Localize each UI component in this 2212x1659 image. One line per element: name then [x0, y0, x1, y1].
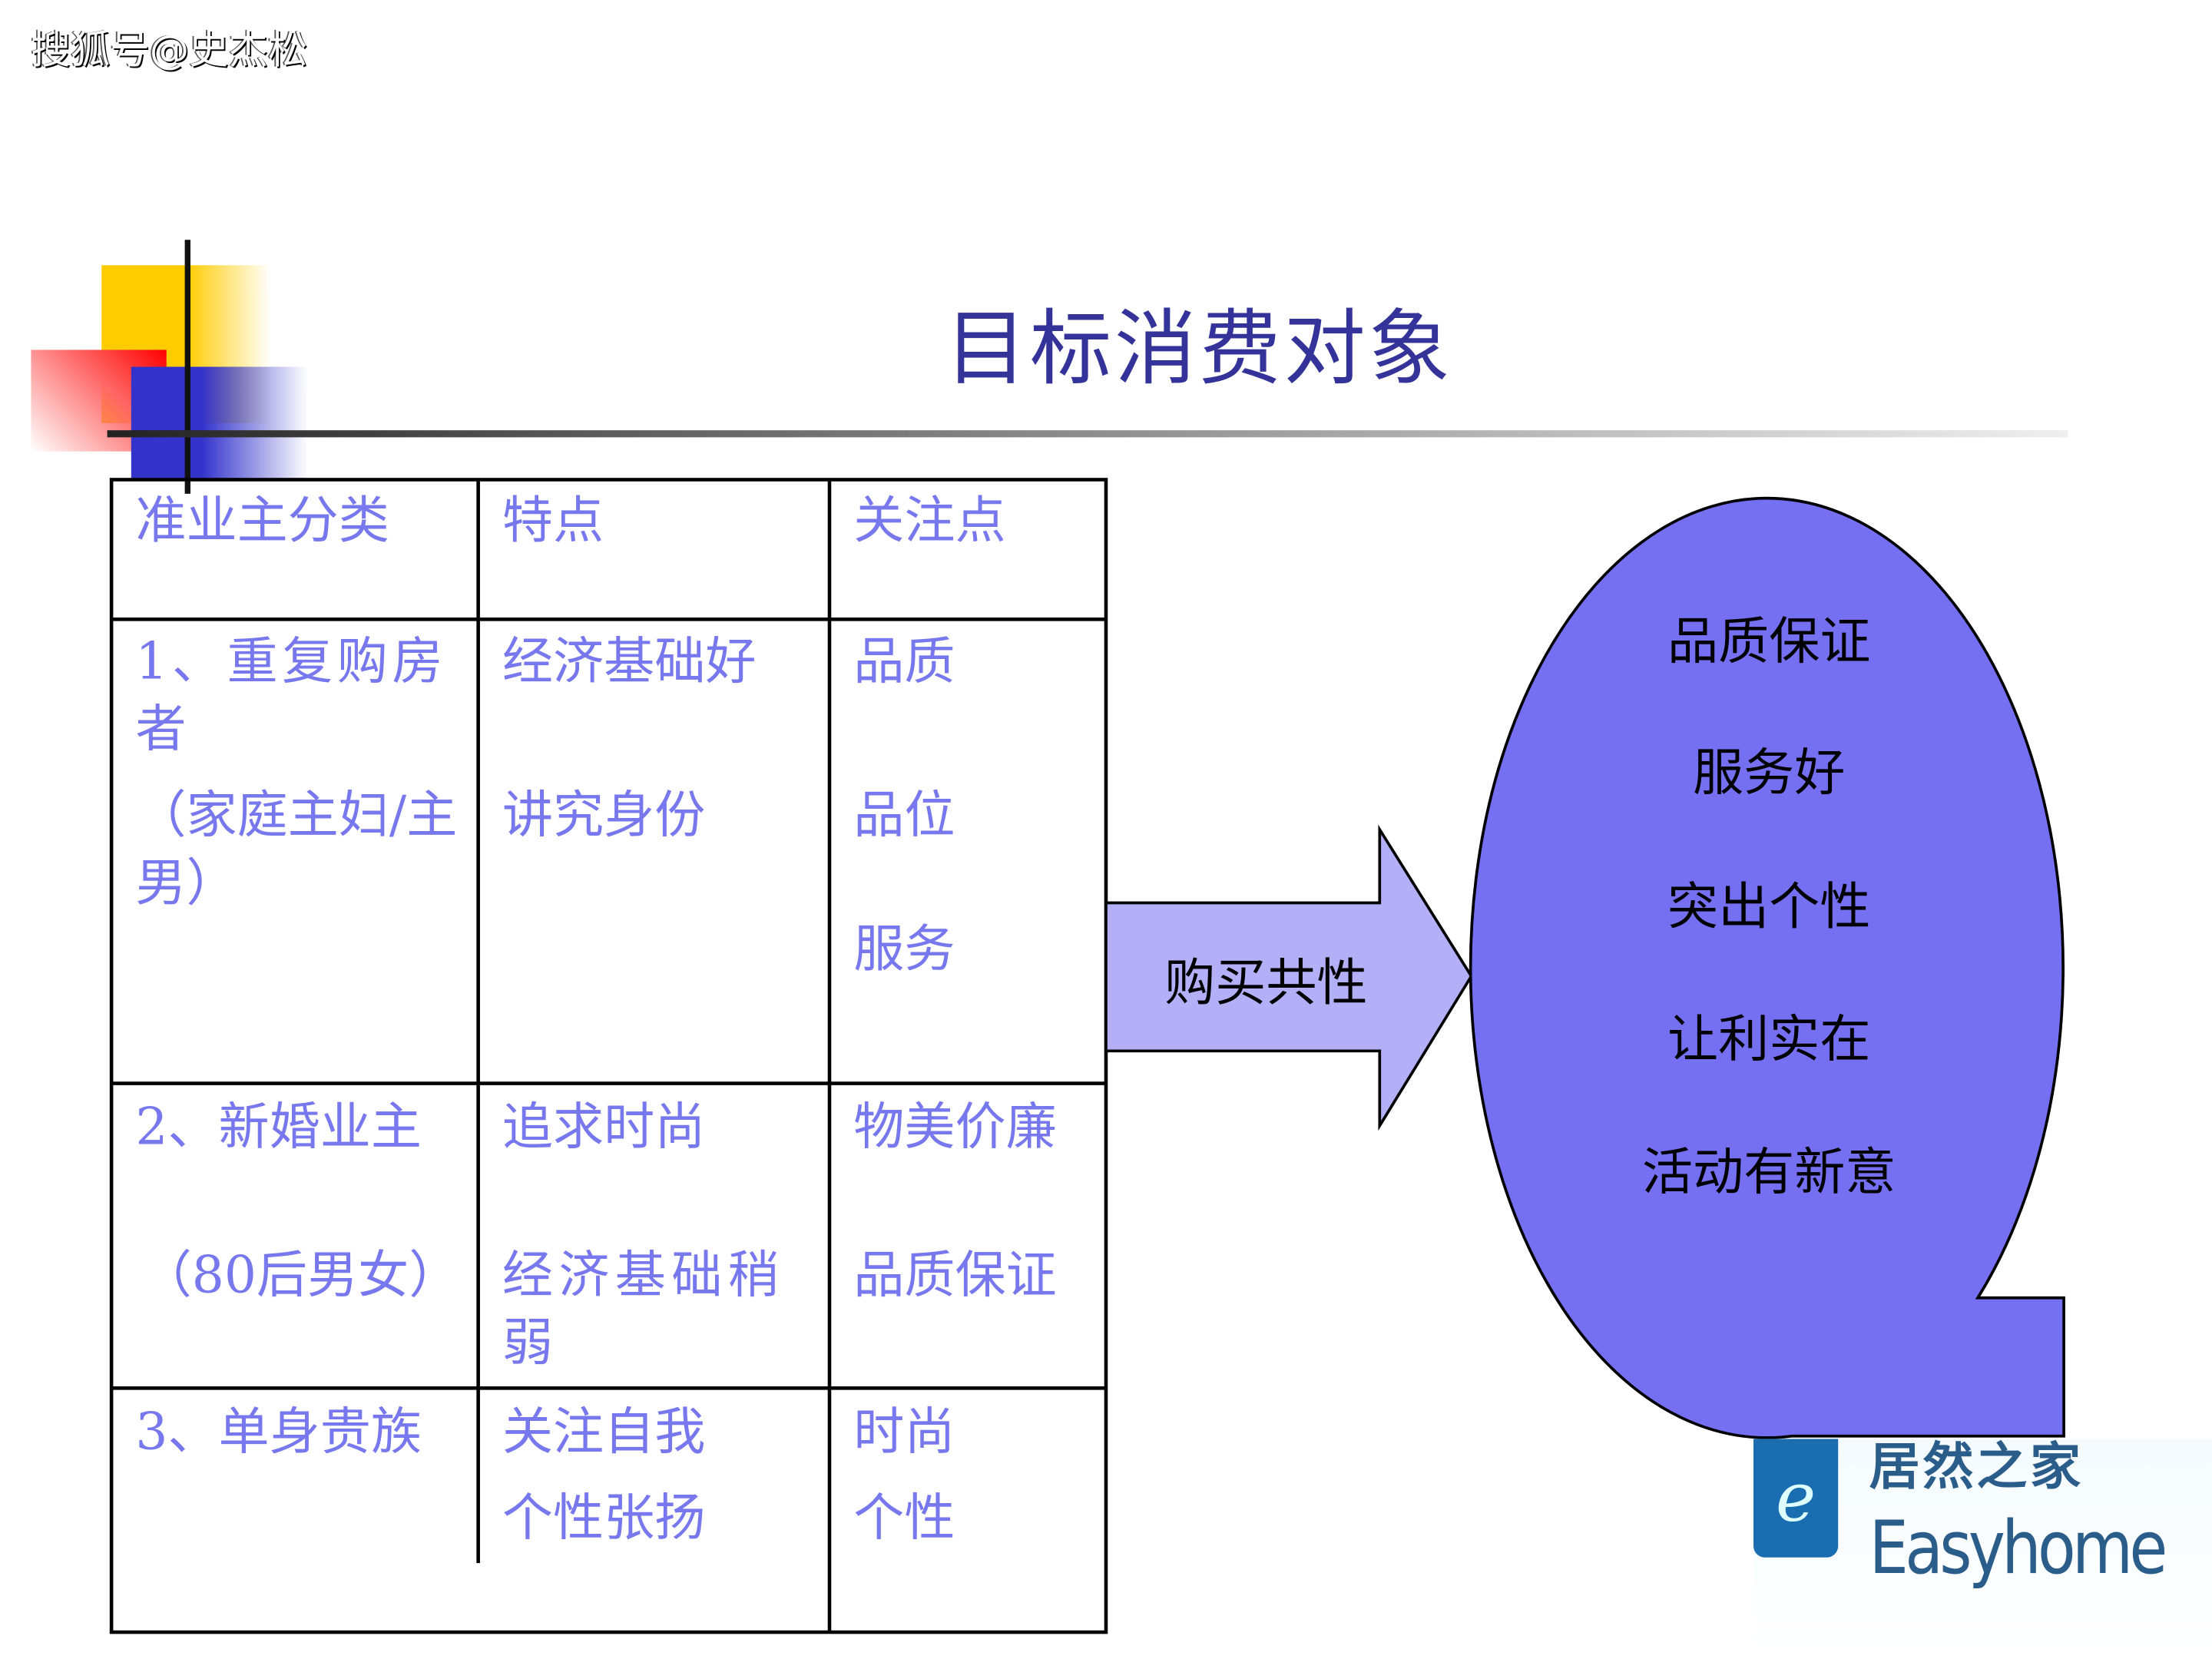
header-focus: 关注点	[853, 492, 1006, 551]
common-point: 突出个性	[1667, 879, 1871, 937]
row1-trait: 经济基础好	[502, 633, 757, 691]
row1-focus: 服务	[853, 921, 955, 979]
row1-trait: 讲究身份	[502, 786, 706, 846]
row3-focus: 个性	[853, 1489, 955, 1548]
blue-block	[131, 366, 308, 480]
header-traits: 特点	[502, 492, 604, 551]
logo-mark-icon: e	[1753, 1439, 1839, 1558]
logo-cn: 居然之家	[1869, 1439, 2084, 1497]
easyhome-logo: e 居然之家 Easyhome	[1753, 1439, 2212, 1651]
row1-focus: 品位	[853, 786, 955, 846]
row2-trait: 追求时尚	[502, 1098, 706, 1157]
common-point: 活动有新意	[1641, 1144, 1896, 1202]
row2-category: 2、新婚业主	[135, 1098, 422, 1157]
row3-trait: 个性张扬	[502, 1489, 706, 1548]
page-title: 目标消费对象	[945, 300, 1453, 397]
row1-category: 1、重复购房者	[135, 633, 448, 760]
watermark: 搜狐号@史杰松	[31, 26, 308, 74]
row2-focus: 品质保证	[853, 1247, 1057, 1305]
common-point: 服务好	[1693, 744, 1846, 803]
common-point: 品质保证	[1667, 613, 1871, 672]
callout-oval-shape	[1469, 496, 2065, 1439]
row2-category-note: （80后男女）	[141, 1247, 460, 1305]
row3-focus: 时尚	[853, 1403, 955, 1462]
row2-focus: 物美价廉	[853, 1098, 1057, 1157]
arrow-label: 购买共性	[1164, 955, 1368, 1013]
row1-category-note: （家庭主妇/主男）	[135, 786, 458, 913]
common-point: 让利实在	[1667, 1011, 1871, 1070]
right-arrow-shape	[1104, 824, 1473, 1131]
vertical-rule	[184, 240, 190, 494]
logo-en: Easyhome	[1869, 1506, 2168, 1591]
row2-trait: 经济基础稍弱	[502, 1247, 785, 1373]
row3-category: 3、单身贵族	[135, 1403, 422, 1462]
horizontal-rule	[107, 430, 2068, 438]
row1-focus: 品质	[853, 633, 955, 691]
header-category: 准业主分类	[135, 492, 389, 551]
row3-trait: 关注自我	[502, 1403, 706, 1462]
